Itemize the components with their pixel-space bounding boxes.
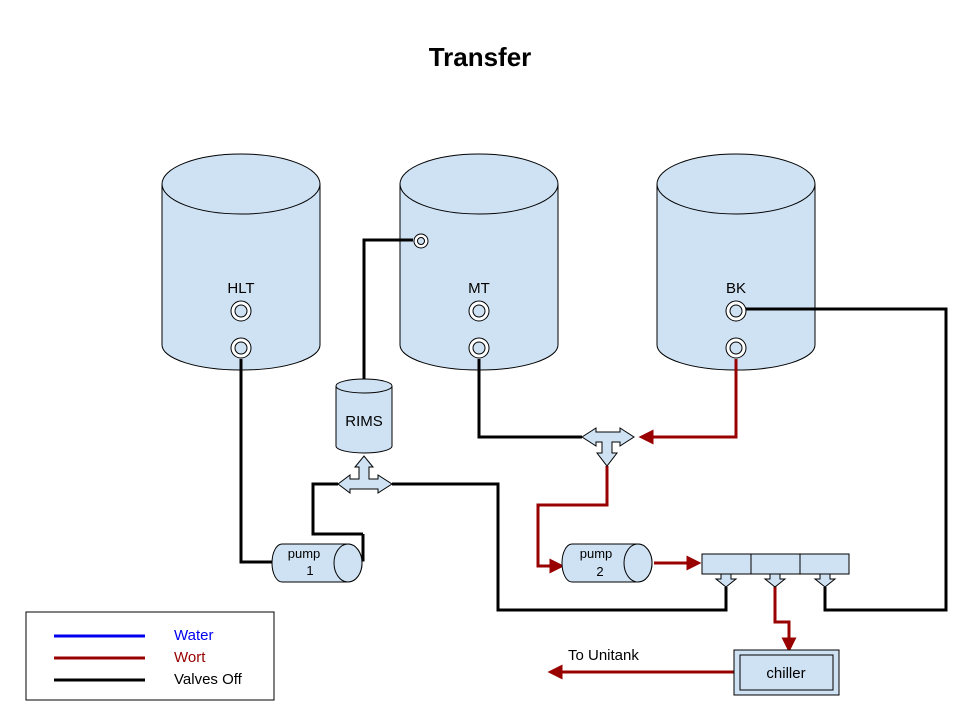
pump2-label-line1: pump	[580, 546, 613, 561]
pump1-label-line2: 1	[306, 563, 313, 578]
pipe-bk-return	[745, 307, 948, 612]
legend-label-valves-off: Valves Off	[174, 671, 243, 688]
tank-mt: MT	[399, 153, 559, 371]
port-bk-upper	[725, 300, 747, 322]
valve-manifold	[701, 553, 850, 588]
pipes-off	[239, 238, 948, 612]
chiller-label: chiller	[766, 665, 805, 682]
port-hlt-upper	[230, 300, 252, 322]
tee-valve-rims[interactable]	[337, 455, 393, 494]
manifold-valve-1[interactable]	[714, 573, 738, 588]
legend-label-water: Water	[174, 627, 213, 644]
pump-1: pump 1	[271, 543, 363, 583]
chiller: chiller	[733, 649, 840, 696]
pipe-mt-to-tee	[477, 359, 582, 439]
tank-label-bk: BK	[726, 280, 746, 297]
pump2-label-line2: 2	[596, 564, 603, 579]
pipe-hlt-to-pump1	[239, 359, 275, 564]
manifold-valve-3[interactable]	[813, 573, 837, 588]
manifold-valve-2[interactable]	[763, 573, 787, 588]
rims-heater: RIMS	[335, 378, 393, 454]
pump-2: pump 2	[561, 543, 653, 583]
tank-hlt: HLT	[161, 153, 321, 371]
to-unitank-label: To Unitank	[568, 647, 639, 664]
pipe-tee-to-manifold	[392, 482, 728, 612]
pump1-label-line1: pump	[288, 546, 321, 561]
tank-label-mt: MT	[468, 280, 490, 297]
tank-label-hlt: HLT	[227, 280, 254, 297]
port-hlt-lower	[230, 337, 252, 359]
tank-bk: BK	[656, 153, 816, 371]
tee-valve-mt[interactable]	[581, 427, 635, 467]
port-bk-lower	[725, 337, 747, 359]
rims-label: RIMS	[345, 413, 383, 430]
port-mt-upper	[468, 300, 490, 322]
port-mt-lower	[468, 337, 490, 359]
page-title: Transfer	[429, 42, 532, 72]
pipe-manifold-to-chiller	[773, 584, 797, 653]
pipe-rims-to-mt	[362, 238, 413, 380]
pipe-pump1-to-tee	[311, 482, 363, 536]
port-mt-inlet	[413, 233, 429, 249]
pipe-bk-to-tee	[638, 359, 738, 445]
pipe-tee-to-pump2	[536, 466, 609, 574]
legend: Water Wort Valves Off	[25, 611, 275, 701]
pipes-wort	[536, 359, 797, 680]
legend-label-wort: Wort	[174, 649, 206, 666]
